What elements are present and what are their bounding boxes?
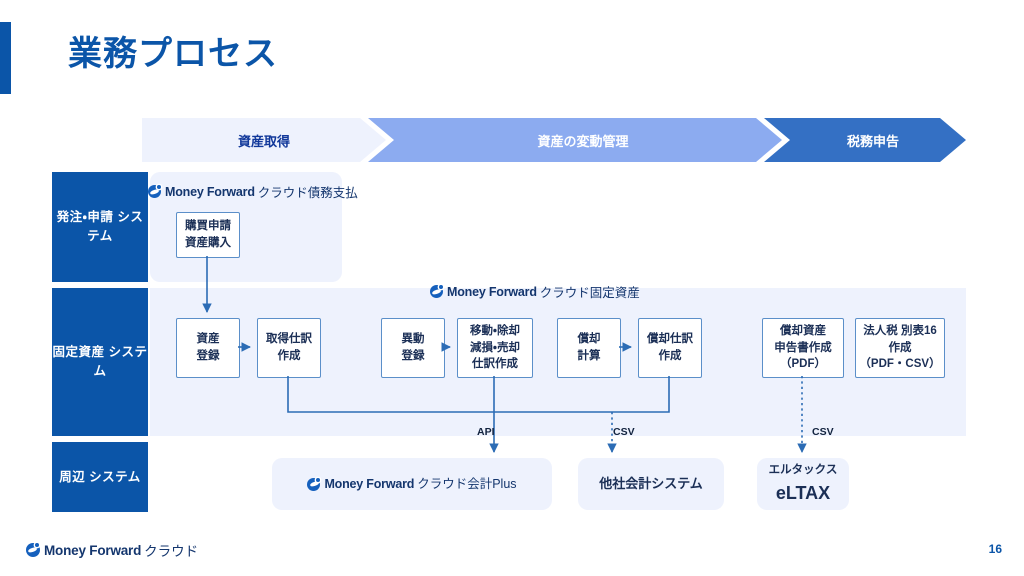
- process-box-depreciable-asset-report[interactable]: 償却資産 申告書作成 （PDF）: [762, 318, 844, 378]
- row-label-peripheral-system: 周辺 システム: [52, 442, 148, 512]
- peripheral-card-eltax[interactable]: エルタックス eLTAX: [757, 458, 849, 510]
- process-box-corporate-tax-form16[interactable]: 法人税 別表16 作成 （PDF・CSV）: [855, 318, 945, 378]
- lockup-mf-cloud-payables: Money Forward クラウド債務支払: [148, 182, 358, 201]
- phase-arrow-bar: 資産取得 資産の変動管理 税務申告: [142, 118, 966, 162]
- page-title: 業務プロセス: [68, 35, 278, 73]
- brand-name: Money Forward: [44, 542, 142, 558]
- money-forward-logo-icon: [430, 285, 443, 298]
- phase-label: 税務申告: [846, 133, 899, 149]
- phase-arrow-asset-acquisition[interactable]: 資産取得: [142, 118, 386, 162]
- process-box-change-journal[interactable]: 移動・除却 減損・売却 仕訳作成: [457, 318, 533, 378]
- phase-arrow-asset-change-management[interactable]: 資産の変動管理: [368, 118, 782, 162]
- title-accent-bar: [0, 22, 11, 94]
- money-forward-logo-icon: [148, 185, 161, 198]
- process-box-acquisition-journal[interactable]: 取得仕訳 作成: [257, 318, 321, 378]
- brand-name: Money Forward: [165, 184, 255, 199]
- process-box-asset-register[interactable]: 資産 登録: [176, 318, 240, 378]
- row-label-fixed-asset-system: 固定資産 システム: [52, 288, 148, 436]
- process-box-depreciation-calc[interactable]: 償却 計算: [557, 318, 621, 378]
- phase-label: 資産の変動管理: [537, 133, 629, 149]
- csv-label-other-accounting: CSV: [613, 426, 635, 438]
- page-number: 16: [988, 542, 1002, 556]
- brand-name: Money Forward: [324, 476, 415, 491]
- phase-arrow-tax-filing[interactable]: 税務申告: [764, 118, 966, 162]
- brand-name: Money Forward: [447, 284, 537, 299]
- product-name: クラウド: [144, 544, 199, 559]
- lockup-mf-cloud-accounting-plus: Money Forward クラウド会計Plus: [307, 475, 517, 493]
- api-label: API: [477, 426, 495, 438]
- footer-logo: Money Forward クラウド: [26, 540, 198, 560]
- lockup-mf-cloud-fixed-assets: Money Forward クラウド固定資産: [430, 282, 640, 301]
- money-forward-logo-icon: [307, 477, 321, 491]
- eltax-label-en: eLTAX: [775, 483, 831, 504]
- eltax-label-ja: エルタックス: [768, 463, 838, 476]
- product-name: クラウド債務支払: [257, 186, 358, 200]
- money-forward-logo-icon: [26, 543, 40, 557]
- csv-label-eltax: CSV: [812, 426, 834, 438]
- product-name: クラウド会計Plus: [417, 476, 517, 491]
- peripheral-card-mf-cloud-accounting-plus[interactable]: Money Forward クラウド会計Plus: [272, 458, 552, 510]
- peripheral-card-other-accounting-system[interactable]: 他社会計システム: [578, 458, 724, 510]
- row-label-ordering-system: 発注・申請 システム: [52, 172, 148, 282]
- phase-label: 資産取得: [237, 133, 290, 149]
- process-box-transfer-register[interactable]: 異動 登録: [381, 318, 445, 378]
- process-box-depreciation-journal[interactable]: 償却仕訳 作成: [638, 318, 702, 378]
- process-box-purchase-request[interactable]: 購買申請 資産購入: [176, 212, 240, 258]
- product-name: クラウド固定資産: [539, 286, 640, 300]
